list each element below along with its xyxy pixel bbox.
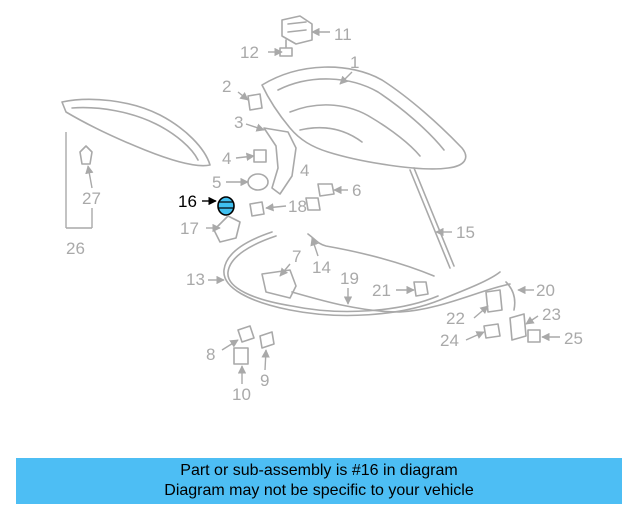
nut-25 (527, 329, 541, 343)
bolt-24 (483, 323, 501, 339)
callout-20: 20 (536, 281, 555, 300)
callout-4a: 4 (222, 149, 231, 168)
highlighted-part-16 (217, 196, 235, 216)
stopper-6 (317, 183, 335, 197)
bolt-8 (237, 325, 255, 343)
support-rod-15 (409, 167, 455, 269)
callout-21: 21 (372, 281, 391, 300)
bolt-9 (259, 331, 275, 349)
cushion-5 (247, 173, 269, 191)
bumper-2 (247, 93, 263, 111)
hood-insulator (61, 98, 211, 167)
callout-13: 13 (186, 270, 205, 289)
callout-6: 6 (352, 181, 361, 200)
hinge-bracket-3 (263, 127, 297, 195)
callout-26: 26 (66, 239, 85, 258)
callout-19: 19 (340, 269, 359, 288)
callout-10: 10 (232, 385, 251, 404)
callout-27: 27 (82, 189, 101, 208)
info-banner: Part or sub-assembly is #16 in diagram D… (16, 458, 622, 504)
hinge-11 (281, 15, 313, 45)
banner-line-2: Diagram may not be specific to your vehi… (164, 482, 474, 499)
banner-line-1: Part or sub-assembly is #16 in diagram (180, 462, 458, 479)
callout-7: 7 (292, 247, 301, 266)
callout-16: 16 (178, 192, 197, 211)
parts-diagram: 1 2 3 4 4 5 6 7 8 9 10 11 12 13 14 15 16… (61, 15, 583, 404)
callout-17: 17 (180, 219, 199, 238)
clip-21 (413, 281, 429, 297)
callout-8: 8 (206, 345, 215, 364)
latch-7 (261, 269, 297, 299)
callout-12: 12 (240, 43, 259, 62)
callout-23: 23 (542, 305, 561, 324)
plate-10 (233, 347, 249, 365)
callout-22: 22 (446, 309, 465, 328)
callout-4b: 4 (300, 161, 309, 180)
callout-5: 5 (212, 173, 221, 192)
clip-18 (249, 197, 321, 217)
callout-2: 2 (222, 77, 231, 96)
bracket-17 (213, 215, 241, 243)
callout-3: 3 (234, 113, 243, 132)
bracket-22 (485, 289, 503, 313)
handle-20 (505, 281, 516, 311)
weatherstrip-13 (223, 231, 501, 317)
hood-panel (261, 66, 467, 170)
bolt-4 (253, 149, 267, 163)
lever-23 (509, 313, 527, 341)
clip-27 (79, 145, 93, 165)
release-cable-19 (291, 283, 511, 313)
callout-15: 15 (456, 223, 475, 242)
callout-24: 24 (440, 331, 459, 350)
callout-9: 9 (260, 371, 269, 390)
callout-11: 11 (334, 25, 352, 44)
callout-1: 1 (350, 53, 359, 72)
callout-25: 25 (564, 329, 583, 348)
bolt-12 (279, 39, 293, 57)
callout-18: 18 (288, 197, 307, 216)
callout-14: 14 (312, 258, 331, 277)
